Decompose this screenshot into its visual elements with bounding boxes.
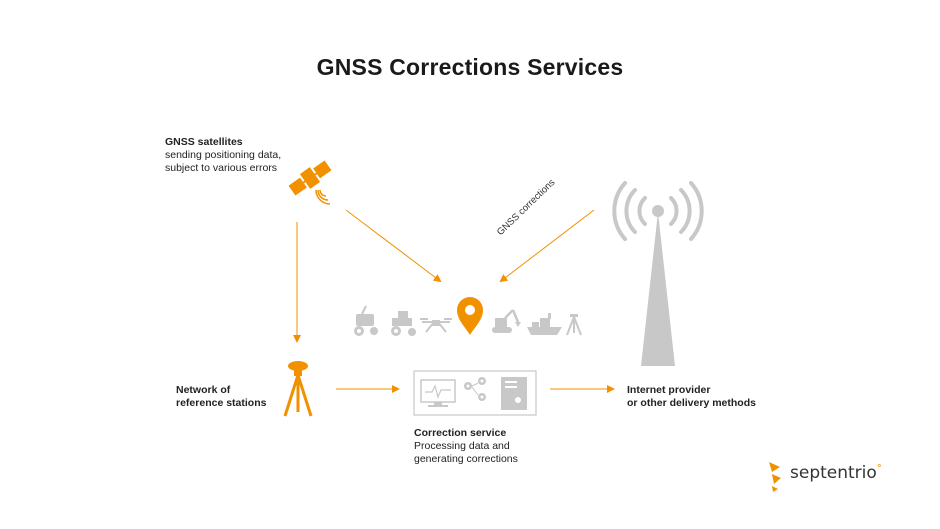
lawn-mower-icon	[354, 305, 378, 336]
correction-line2: generating corrections	[414, 453, 518, 465]
internet-line1: or other delivery methods	[627, 397, 756, 409]
satellites-label: GNSS satellites sending positioning data…	[165, 136, 325, 175]
septentrio-logo-icon	[769, 462, 781, 492]
correction-heading: Correction service	[414, 427, 507, 439]
brand-text: septentrio	[790, 463, 877, 483]
location-pin-icon	[457, 297, 483, 335]
server-icon	[501, 377, 527, 410]
tractor-icon	[391, 311, 416, 336]
correction-service-box	[413, 370, 537, 416]
brand-mark: °	[876, 463, 882, 475]
internet-label: Internet provider or other delivery meth…	[627, 384, 827, 410]
arrow-sat-to-pin	[345, 209, 442, 283]
tower-icon	[612, 181, 704, 366]
satellites-heading: GNSS satellites	[165, 136, 243, 148]
monitor-icon	[420, 379, 456, 407]
correction-service-label: Correction service Processing data and g…	[414, 427, 574, 466]
satellites-line1: sending positioning data,	[165, 149, 282, 161]
network-line1: reference stations	[176, 397, 267, 409]
correction-line1: Processing data and	[414, 440, 510, 452]
internet-heading: Internet provider	[627, 384, 711, 396]
arrow-corrections-to-pin	[499, 209, 595, 283]
signal-waves-icon	[315, 189, 331, 205]
ship-icon	[527, 313, 562, 335]
satellite-icon	[288, 160, 332, 196]
tripod-icon	[283, 361, 313, 417]
drone-icon	[420, 318, 452, 333]
network-label: Network of reference stations	[176, 384, 316, 410]
survey-tripod-icon	[566, 314, 582, 336]
page-title: GNSS Corrections Services	[316, 54, 624, 80]
brand-name: septentrio°	[790, 463, 882, 483]
network-heading: Network of	[176, 384, 231, 396]
gears-icon	[464, 377, 486, 401]
satellites-line2: subject to various errors	[165, 162, 278, 174]
excavator-icon	[492, 309, 521, 333]
